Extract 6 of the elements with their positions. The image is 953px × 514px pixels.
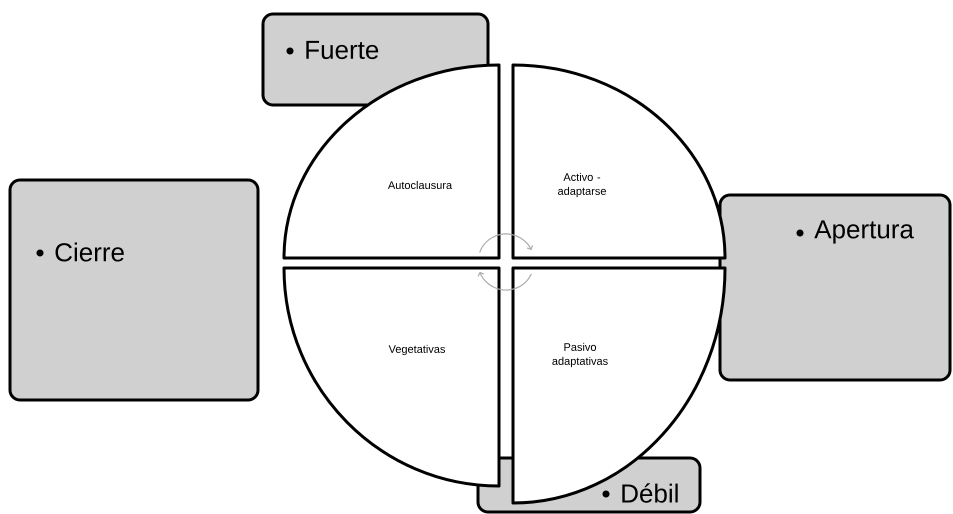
curved-arrow — [479, 233, 534, 253]
quadrant-sector: Activo - adaptarse — [512, 64, 726, 260]
bullet-box: Cierre — [8, 178, 260, 402]
bullet-box: Apertura — [718, 194, 952, 382]
quadrant-sector: Autoclausura — [282, 64, 500, 260]
quadrant-sector: Vegetativas — [282, 266, 500, 488]
